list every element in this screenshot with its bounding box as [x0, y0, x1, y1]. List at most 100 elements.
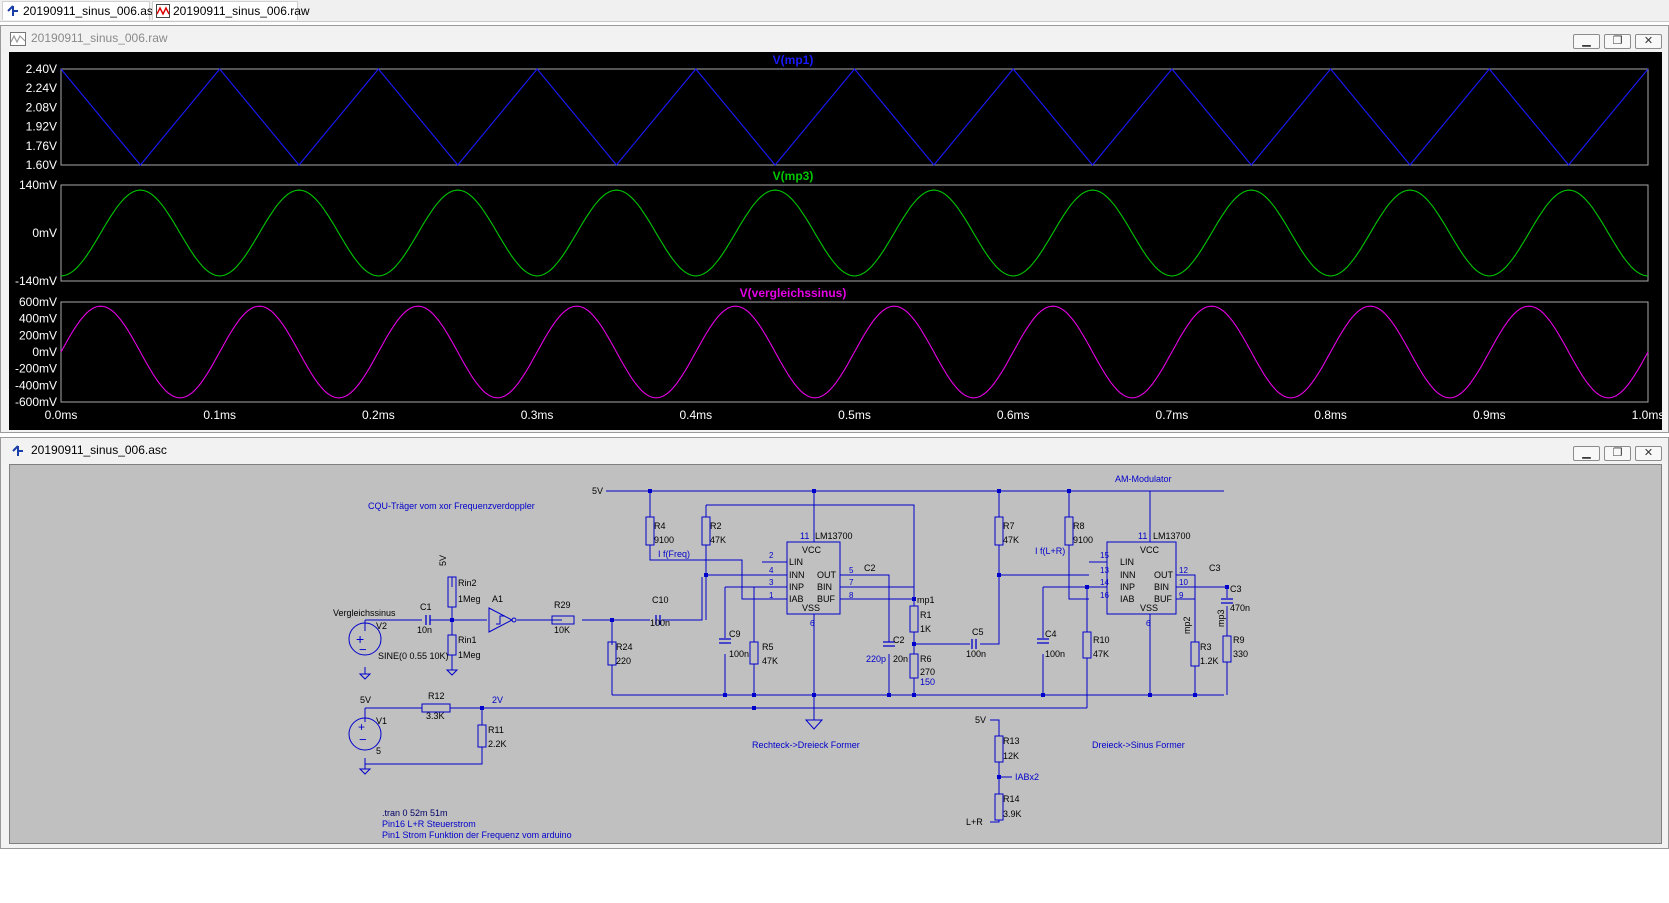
- resistors: [421, 516, 1232, 821]
- svg-text:IAB: IAB: [1120, 594, 1135, 604]
- svg-text:R14: R14: [1003, 794, 1020, 804]
- svg-text:INP: INP: [789, 582, 804, 592]
- schematic-icon: [12, 445, 23, 456]
- y-tick-label: -400mV: [15, 378, 57, 392]
- svg-text:9100: 9100: [654, 535, 674, 545]
- svg-text:R13: R13: [1003, 736, 1020, 746]
- minimize-button[interactable]: ▁: [1573, 446, 1600, 461]
- svg-text:Rin2: Rin2: [458, 578, 477, 588]
- svg-text:100n: 100n: [1045, 649, 1065, 659]
- schematic-window: 20190911_sinus_006.asc ▁ ❐ ✕: [0, 437, 1669, 849]
- svg-text:LM13700: LM13700: [1153, 531, 1191, 541]
- svg-text:270: 270: [920, 667, 935, 677]
- restore-button[interactable]: ❐: [1604, 34, 1631, 49]
- svg-text:−: −: [359, 642, 367, 657]
- svg-text:47K: 47K: [1003, 535, 1019, 545]
- trace-vergleichssinus: [60, 305, 1649, 399]
- y-tick-label: 1.92V: [26, 120, 57, 134]
- svg-text:7: 7: [849, 578, 854, 587]
- svg-text:A1: A1: [492, 594, 503, 604]
- window-title: 20190911_sinus_006.asc: [31, 443, 167, 457]
- trace-mp3: [60, 189, 1649, 277]
- svg-text:I f(Freq): I f(Freq): [658, 549, 690, 559]
- svg-text:1K: 1K: [920, 624, 931, 634]
- svg-text:5V: 5V: [438, 555, 448, 566]
- y-tick-label: 2.24V: [26, 81, 57, 95]
- svg-text:C9: C9: [729, 629, 741, 639]
- svg-text:VCC: VCC: [802, 545, 822, 555]
- svg-text:5V: 5V: [360, 695, 371, 705]
- tab-schematic[interactable]: 20190911_sinus_006.asc: [2, 1, 159, 20]
- svg-text:14: 14: [1100, 578, 1109, 587]
- svg-text:R1: R1: [920, 610, 932, 620]
- svg-text:100n: 100n: [650, 618, 670, 628]
- svg-text:C3: C3: [1230, 584, 1242, 594]
- svg-text:BUF: BUF: [1154, 594, 1173, 604]
- svg-text:R6: R6: [920, 654, 932, 664]
- svg-text:15: 15: [1100, 551, 1109, 560]
- svg-text:5V: 5V: [592, 486, 603, 496]
- svg-text:−: −: [359, 732, 367, 747]
- y-tick-label: 600mV: [19, 295, 57, 309]
- y-tick-label: -140mV: [15, 274, 57, 288]
- minimize-button[interactable]: ▁: [1573, 34, 1600, 49]
- svg-text:OUT: OUT: [1154, 570, 1174, 580]
- svg-text:IABx2: IABx2: [1015, 772, 1039, 782]
- svg-text:5V: 5V: [975, 715, 986, 725]
- svg-text:R2: R2: [710, 521, 722, 531]
- window-title: 20190911_sinus_006.raw: [31, 31, 168, 45]
- svg-text:16: 16: [1100, 591, 1109, 600]
- svg-text:47K: 47K: [762, 656, 778, 666]
- svg-text:C1: C1: [420, 602, 432, 612]
- svg-text:2.2K: 2.2K: [488, 739, 507, 749]
- svg-text:6: 6: [810, 619, 815, 628]
- svg-text:2: 2: [769, 551, 774, 560]
- svg-text:R7: R7: [1003, 521, 1015, 531]
- close-button[interactable]: ✕: [1635, 446, 1662, 461]
- svg-text:LIN: LIN: [789, 557, 803, 567]
- junctions: [450, 489, 1229, 779]
- component-labels: Vergleichssinus V2 SINE(0 0.55 10K) V1 5…: [333, 486, 1250, 827]
- tab-label: 20190911_sinus_006.asc: [23, 4, 159, 18]
- svg-text:1Meg: 1Meg: [458, 650, 481, 660]
- svg-text:R5: R5: [762, 642, 774, 652]
- svg-text:INN: INN: [1120, 570, 1136, 580]
- y-tick-label: 1.60V: [26, 158, 57, 172]
- svg-text:47K: 47K: [710, 535, 726, 545]
- comment-dreieck: Dreieck->Sinus Former: [1092, 740, 1185, 750]
- window-titlebar: 20190911_sinus_006.asc ▁ ❐ ✕: [1, 438, 1668, 464]
- svg-text:10: 10: [1179, 578, 1188, 587]
- window-titlebar: 20190911_sinus_006.raw ▁ ❐ ✕: [1, 26, 1668, 52]
- svg-text:R8: R8: [1073, 521, 1085, 531]
- trace-mp1: [60, 68, 1649, 166]
- svg-text:+: +: [358, 720, 365, 734]
- svg-text:2V: 2V: [492, 695, 503, 705]
- ground-symbols: [358, 669, 824, 775]
- y-tick-label: -600mV: [15, 395, 57, 409]
- pane-title-mp1: V(mp1): [773, 53, 814, 67]
- comment-rechteck: Rechteck->Dreieck Former: [752, 740, 860, 750]
- close-button[interactable]: ✕: [1635, 34, 1662, 49]
- x-tick-label: 0.3ms: [521, 408, 554, 422]
- x-tick-label: 1.0ms: [1632, 408, 1662, 422]
- x-tick-label: 0.4ms: [679, 408, 712, 422]
- svg-text:10n: 10n: [417, 625, 432, 635]
- y-tick-label: 0mV: [32, 226, 57, 240]
- svg-text:VSS: VSS: [1140, 603, 1158, 613]
- svg-text:V2: V2: [376, 621, 387, 631]
- x-tick-label: 0.1ms: [203, 408, 236, 422]
- restore-button[interactable]: ❐: [1604, 446, 1631, 461]
- schematic-drawing[interactable]: +− +− CQU-Träger vom xor Frequenzverdopp…: [10, 465, 1661, 843]
- schematic-canvas[interactable]: +− +− CQU-Träger vom xor Frequenzverdopp…: [9, 464, 1662, 844]
- svg-text:10K: 10K: [554, 625, 570, 635]
- waveform-icon: [156, 4, 170, 18]
- svg-text:1.2K: 1.2K: [1200, 656, 1219, 666]
- x-tick-label: 0.7ms: [1156, 408, 1189, 422]
- svg-text:mp2: mp2: [1182, 616, 1192, 634]
- svg-text:3: 3: [769, 578, 774, 587]
- tab-waveform[interactable]: 20190911_sinus_006.raw: [152, 1, 310, 20]
- svg-text:47K: 47K: [1093, 649, 1109, 659]
- lm13700-u2: [1106, 541, 1177, 615]
